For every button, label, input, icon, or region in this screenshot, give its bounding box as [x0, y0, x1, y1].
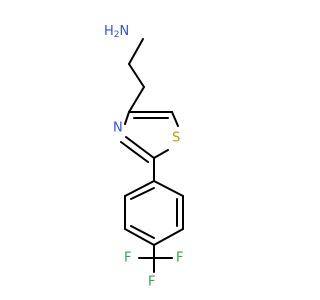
bond-n3-c4: [124, 111, 130, 125]
fluorine-right-label: F: [176, 251, 183, 266]
atom-layer: H2N N S F F F: [104, 24, 183, 290]
bond-c2-n3: [125, 136, 155, 159]
bond-c5-s: [171, 111, 179, 127]
bond-s-c2: [153, 149, 169, 159]
bond-c2-n3-double: [120, 141, 149, 163]
bond-ph-6-1: [124, 180, 155, 197]
bond-ch2-ch2: [128, 63, 145, 88]
thiazole-nitrogen-label: N: [113, 121, 123, 136]
bond-ph-1-2: [153, 180, 184, 197]
bond-ph-6-1-double: [130, 187, 155, 200]
bond-ph-3-4: [153, 228, 184, 246]
molecule-structure: H2N N S F F F: [104, 24, 184, 290]
bond-n-ch2: [128, 38, 144, 65]
amine-h: H: [104, 24, 114, 39]
fluorine-left-label: F: [124, 251, 131, 266]
bond-ph-4-5: [124, 228, 155, 246]
bond-layer: [120, 38, 184, 273]
amine-n: N: [120, 24, 130, 39]
amine-label: H2N: [104, 24, 129, 41]
amine-subscript: 2: [114, 30, 120, 40]
thiazole-sulfur-label: S: [172, 131, 180, 146]
fluorine-center-label: F: [148, 275, 155, 290]
bond-ch2-c4: [128, 86, 145, 113]
amine-group: H2N: [104, 24, 129, 41]
bond-ph-4-5-double: [130, 225, 155, 239]
